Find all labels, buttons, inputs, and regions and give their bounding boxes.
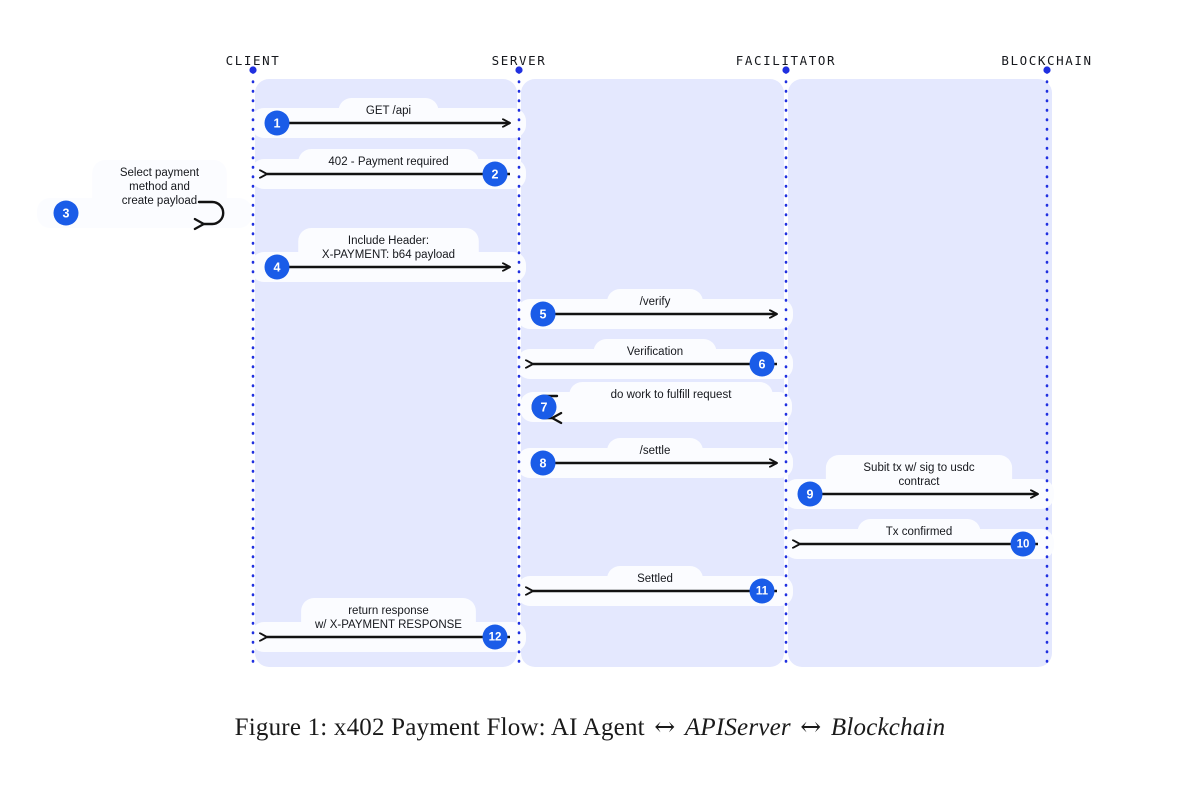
- message-7-step-badge[interactable]: 7: [531, 394, 557, 420]
- message-8-step-badge[interactable]: 8: [530, 450, 556, 476]
- caption-italic-apiserver: APIServer: [684, 714, 791, 741]
- message-10-step-badge[interactable]: 10: [1010, 531, 1036, 557]
- message-3-label-line-3: create payload: [122, 195, 197, 207]
- message-12-step-badge[interactable]: 12: [482, 624, 508, 650]
- message-12-bubble-label: [301, 598, 476, 638]
- message-9-badge-circle: [797, 481, 823, 507]
- message-4-badge-circle: [264, 254, 290, 280]
- message-8-badge-circle: [530, 450, 556, 476]
- figure-caption: Figure 1: x402 Payment Flow: AI Agent ↔ …: [0, 712, 1180, 742]
- message-7-bubble-label: [569, 382, 773, 408]
- message-11-badge-circle: [749, 578, 775, 604]
- lifeline-label-blockchain: BLOCKCHAIN: [1001, 53, 1093, 68]
- message-6-label-line-1: Verification: [627, 346, 683, 358]
- message-9-bubble-label: [825, 455, 1013, 495]
- lane-facilitator-chain: [788, 79, 1052, 667]
- message-10-badge-circle: [1010, 531, 1036, 557]
- lifeline-label-facilitator: FACILITATOR: [735, 53, 837, 68]
- message-12-badge-number: 12: [489, 632, 502, 644]
- message-1-badge-number: 1: [274, 117, 281, 131]
- message-2-badge-number: 2: [492, 168, 499, 182]
- message-10-label-line-1: Tx confirmed: [886, 526, 952, 538]
- message-7-label-line-1: do work to fulfill request: [611, 389, 733, 401]
- message-6-bubble-label: [593, 339, 717, 365]
- caption-prefix: Figure 1: x402 Payment Flow: AI Agent: [234, 714, 645, 741]
- message-9-step-badge[interactable]: 9: [797, 481, 823, 507]
- lifeline-label-client: CLIENT: [225, 53, 281, 68]
- message-8-label-line-1: /settle: [640, 445, 671, 457]
- message-1-badge-circle: [264, 110, 290, 136]
- message-arrows: [193, 123, 1038, 637]
- message-1-bubble-label: [338, 98, 439, 124]
- message-11-badge-number: 11: [756, 586, 769, 598]
- message-7-badge-circle: [531, 394, 557, 420]
- message-9-badge-number: 9: [807, 488, 814, 502]
- message-9-label-line-2: contract: [899, 476, 941, 488]
- message-4-bubble-label: [298, 228, 479, 268]
- message-10-bubble-label: [857, 519, 981, 545]
- message-5-label-line-1: /verify: [640, 296, 671, 308]
- message-1-step-badge[interactable]: 1: [264, 110, 290, 136]
- lifeline-label-server: SERVER: [491, 53, 547, 68]
- message-3-self-loop-path: [197, 200, 225, 226]
- message-3-badge-circle: [53, 200, 79, 226]
- message-7-badge-number: 7: [541, 401, 548, 415]
- message-4-step-badge[interactable]: 4: [264, 254, 290, 280]
- lifeline-head-dot-facilitator: [782, 66, 790, 74]
- message-5-badge-number: 5: [540, 308, 547, 322]
- message-9-label-line-1: Subit tx w/ sig to usdc: [863, 462, 974, 474]
- message-12-label-line-2: w/ X-PAYMENT RESPONSE: [314, 619, 462, 631]
- message-3-bubble-label: [92, 160, 227, 214]
- message-6-step-badge[interactable]: 6: [749, 351, 775, 377]
- message-2-bubble-label: [298, 149, 479, 175]
- caption-italic-blockchain: Blockchain: [830, 714, 946, 741]
- message-12-label-line-1: return response: [348, 605, 429, 617]
- message-6-badge-number: 6: [759, 358, 766, 372]
- message-11-label-line-1: Settled: [637, 573, 673, 585]
- message-3-label-line-2: method and: [129, 181, 190, 193]
- message-12-badge-circle: [482, 624, 508, 650]
- message-1-label-line-1: GET /api: [366, 105, 411, 117]
- lifeline-head-dot-blockchain: [1043, 66, 1051, 74]
- message-10-badge-number: 10: [1017, 539, 1030, 551]
- message-2-badge-circle: [482, 161, 508, 187]
- lifelines: [249, 66, 1051, 669]
- message-2-step-badge[interactable]: 2: [482, 161, 508, 187]
- caption-arrow-1: ↔: [654, 712, 676, 741]
- message-4-badge-number: 4: [274, 261, 281, 275]
- lifeline-head-dot-server: [515, 66, 523, 74]
- message-11-step-badge[interactable]: 11: [749, 578, 775, 604]
- message-6-badge-circle: [749, 351, 775, 377]
- message-8-bubble-label: [607, 438, 703, 464]
- message-11-bubble-label: [607, 566, 703, 592]
- message-3-step-badge[interactable]: 3: [53, 200, 79, 226]
- message-4-label-line-1: Include Header:: [348, 235, 429, 247]
- message-5-badge-circle: [530, 301, 556, 327]
- message-3-self-loop-arrowhead: [193, 217, 205, 231]
- caption-arrow-2: ↔: [800, 712, 822, 741]
- lane-client-server: [255, 79, 517, 667]
- message-7-self-loop-arrowhead: [551, 411, 563, 425]
- message-3-label-line-1: Select payment: [120, 167, 200, 179]
- message-5-step-badge[interactable]: 5: [530, 301, 556, 327]
- message-4-label-line-2: X-PAYMENT: b64 payload: [322, 249, 455, 261]
- lifeline-head-dot-client: [249, 66, 257, 74]
- message-2-label-line-1: 402 - Payment required: [328, 156, 448, 168]
- message-8-badge-number: 8: [540, 457, 547, 471]
- message-5-bubble-label: [607, 289, 703, 315]
- message-3-badge-number: 3: [63, 207, 70, 221]
